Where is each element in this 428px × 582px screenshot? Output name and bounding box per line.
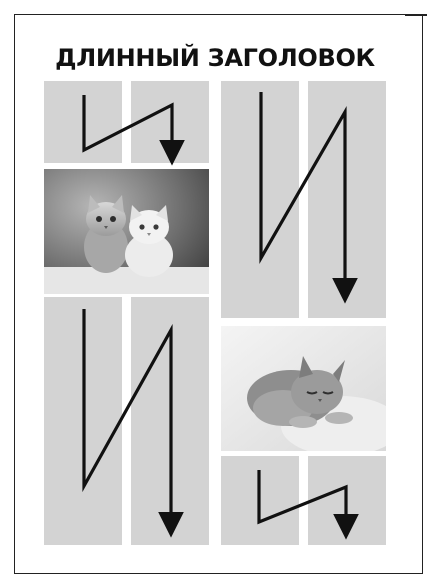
text-column: [44, 297, 122, 545]
text-column: [131, 81, 209, 163]
sleeping-kitten-photo: [221, 326, 386, 451]
text-column: [221, 456, 299, 545]
text-column: [221, 81, 299, 318]
text-column: [308, 456, 386, 545]
text-column: [131, 297, 209, 545]
page-title: ДЛИННЫЙ ЗАГОЛОВОК: [55, 44, 375, 72]
two-kittens-photo: [44, 169, 209, 294]
text-column: [308, 81, 386, 318]
crop-mark: [405, 14, 427, 16]
text-column: [44, 81, 122, 163]
two-kittens-image: [44, 169, 209, 294]
sleeping-kitten-image: [221, 326, 386, 451]
